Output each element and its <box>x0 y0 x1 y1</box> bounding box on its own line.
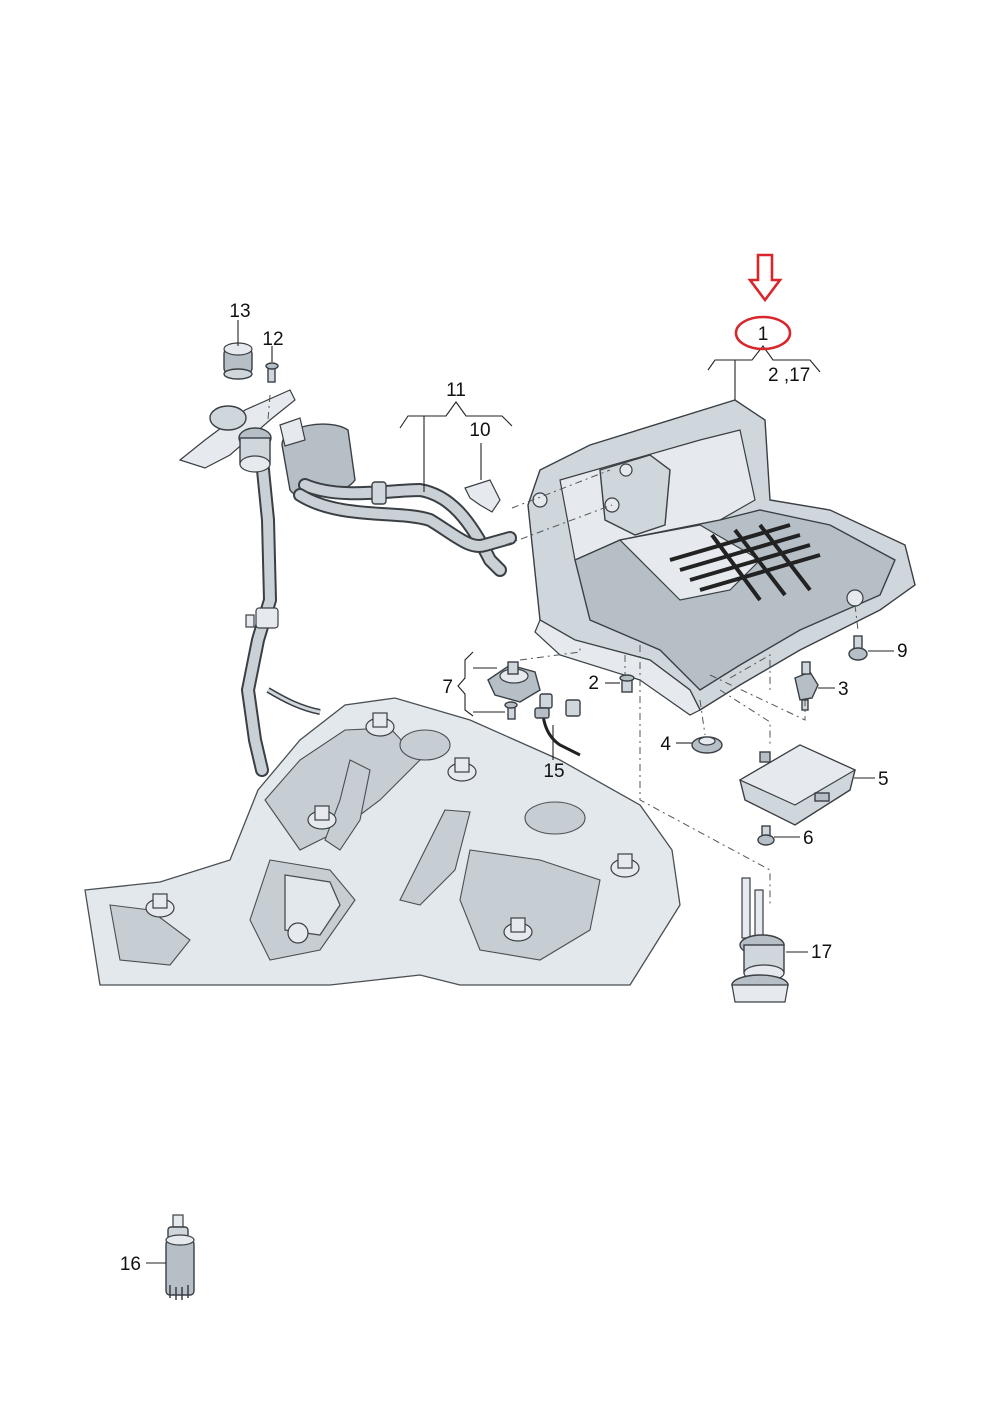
part-9-bolt <box>848 635 868 661</box>
callout-2: 2 <box>588 673 599 694</box>
part-12-screw <box>265 362 279 383</box>
underbody-floor <box>84 697 681 986</box>
leader-lines <box>146 320 894 1264</box>
part-2-bolt <box>619 674 635 693</box>
part-1-tank <box>527 399 916 716</box>
part-16-filter <box>165 1214 195 1300</box>
callout-2-17: 2 ,17 <box>768 365 810 386</box>
callout-9: 9 <box>897 641 908 662</box>
part-15-harness <box>534 693 581 757</box>
callout-6: 6 <box>803 828 814 849</box>
part-10-clip <box>464 479 501 513</box>
callout-12: 12 <box>262 329 283 350</box>
part-6-bolt <box>757 825 775 846</box>
highlight-circle <box>734 315 792 351</box>
callout-11: 11 <box>446 380 466 401</box>
callout-16: 16 <box>120 1254 141 1275</box>
part-5-control-unit <box>738 744 857 826</box>
callout-3: 3 <box>838 679 849 700</box>
callout-7: 7 <box>442 677 453 698</box>
part-11-canister <box>279 417 517 577</box>
callout-4: 4 <box>660 734 671 755</box>
part-7-sensor <box>487 661 541 720</box>
callout-1: 1 <box>758 324 769 345</box>
part-17-pump <box>731 877 789 1003</box>
callout-15: 15 <box>543 761 564 782</box>
floor-studs <box>145 712 640 944</box>
filler-housing <box>178 389 296 473</box>
part-4-grommet <box>691 736 723 754</box>
callout-13: 13 <box>229 301 250 322</box>
callout-17: 17 <box>811 942 832 963</box>
part-3-sensor <box>794 661 819 711</box>
down-arrow-icon <box>747 253 783 303</box>
callout-5: 5 <box>878 769 889 790</box>
callout-10: 10 <box>469 420 490 441</box>
filler-pipe <box>241 433 321 777</box>
part-13-cap <box>223 342 253 380</box>
